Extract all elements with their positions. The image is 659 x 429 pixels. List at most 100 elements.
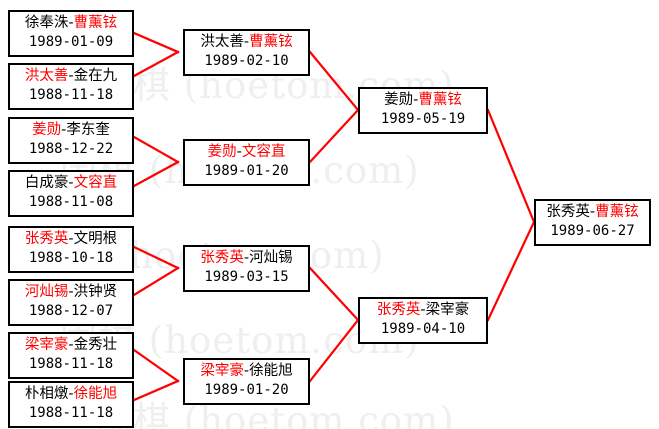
player-separator: - — [413, 92, 419, 108]
player-right: 金秀壮 — [73, 337, 118, 353]
match-date: 1989-06-27 — [550, 223, 635, 239]
connector-r1m7-r2m4 — [132, 348, 180, 383]
match-box-r1m5[interactable]: 张秀英-文明根 1988-10-18 — [8, 226, 134, 273]
match-box-semifinal-2[interactable]: 张秀英-梁宰豪 1989-04-10 — [358, 297, 488, 344]
player-right: 曹薰铉 — [73, 15, 118, 31]
player-right: 文容直 — [241, 144, 286, 160]
player-left: 张秀英 — [546, 204, 590, 220]
match-date: 1988-11-18 — [28, 356, 114, 372]
match-date: 1989-01-20 — [204, 382, 289, 398]
connector-r1m4-r2m2 — [132, 160, 180, 188]
player-left: 洪太善 — [24, 68, 69, 84]
match-players: 梁宰豪-金秀壮 — [10, 336, 132, 355]
player-separator: - — [236, 144, 242, 160]
match-players: 白成豪-文容直 — [10, 174, 132, 193]
match-date: 1988-10-18 — [28, 250, 114, 266]
match-box-r1m2[interactable]: 洪太善-金在九 1988-11-18 — [8, 63, 134, 110]
player-left: 洪太善 — [200, 34, 244, 50]
player-left: 白成豪 — [24, 175, 69, 191]
match-date: 1989-03-15 — [204, 269, 289, 285]
match-date: 1988-11-18 — [28, 405, 114, 421]
match-box-r2m1[interactable]: 洪太善-曹薰铉 1989-02-10 — [183, 29, 310, 76]
player-right: 曹薰铉 — [595, 204, 639, 220]
player-separator: - — [68, 68, 74, 84]
match-date: 1989-01-20 — [204, 163, 289, 179]
connector-r1m1-r2m1 — [132, 31, 180, 54]
match-date: 1989-02-10 — [204, 53, 289, 69]
player-left: 姜勋 — [32, 122, 62, 138]
player-right: 曹薰铉 — [418, 92, 462, 108]
match-box-final[interactable]: 张秀英-曹薰铉 1989-06-27 — [534, 199, 651, 246]
match-date: 1988-12-07 — [28, 303, 114, 319]
player-left: 姜勋 — [207, 144, 237, 160]
match-box-r1m4[interactable]: 白成豪-文容直 1988-11-08 — [8, 170, 134, 217]
match-players: 姜勋-李东奎 — [10, 121, 132, 140]
connector-r3m1-final — [486, 108, 536, 224]
player-right: 徐能旭 — [73, 386, 118, 402]
connector-r1m3-r2m2 — [132, 135, 180, 164]
player-separator: - — [68, 337, 74, 353]
player-separator: - — [68, 386, 74, 402]
player-left: 朴相燉 — [24, 386, 69, 402]
match-box-r1m8[interactable]: 朴相燉-徐能旭 1988-11-18 — [8, 381, 134, 428]
match-players: 姜勋-文容直 — [185, 143, 308, 162]
player-separator: - — [68, 15, 74, 31]
match-players: 梁宰豪-徐能旭 — [185, 362, 308, 381]
player-left: 河灿锡 — [24, 284, 69, 300]
player-separator: - — [589, 204, 596, 220]
connector-r2m3-r3m2 — [308, 266, 360, 322]
match-players: 洪太善-金在九 — [10, 67, 132, 86]
match-players: 张秀英-河灿锡 — [185, 249, 308, 268]
match-date: 1989-04-10 — [380, 321, 466, 337]
match-box-r2m2[interactable]: 姜勋-文容直 1989-01-20 — [183, 139, 310, 186]
player-separator: - — [243, 363, 250, 379]
match-players: 洪太善-曹薰铉 — [185, 33, 308, 52]
player-separator: - — [68, 284, 74, 300]
player-separator: - — [68, 231, 74, 247]
match-box-r1m3[interactable]: 姜勋-李东奎 1988-12-22 — [8, 117, 134, 164]
match-players: 河灿锡-洪钟贤 — [10, 283, 132, 302]
player-right: 洪钟贤 — [73, 284, 118, 300]
player-right: 河灿锡 — [249, 250, 293, 266]
match-players: 姜勋-曹薰铉 — [360, 91, 486, 110]
player-left: 张秀英 — [200, 250, 244, 266]
match-players: 徐奉洙-曹薰铉 — [10, 14, 132, 33]
player-left: 姜勋 — [384, 92, 414, 108]
match-date: 1988-12-22 — [28, 141, 114, 157]
player-left: 徐奉洙 — [24, 15, 69, 31]
match-date: 1989-01-09 — [28, 34, 114, 50]
player-right: 徐能旭 — [249, 363, 293, 379]
player-left: 张秀英 — [376, 302, 421, 318]
connector-r2m4-r3m2 — [308, 318, 360, 383]
match-players: 朴相燉-徐能旭 — [10, 385, 132, 404]
player-right: 李东奎 — [66, 122, 110, 138]
player-right: 梁宰豪 — [425, 302, 470, 318]
match-players: 张秀英-文明根 — [10, 230, 132, 249]
match-box-r1m6[interactable]: 河灿锡-洪钟贤 1988-12-07 — [8, 279, 134, 326]
player-separator: - — [243, 250, 250, 266]
match-box-r1m1[interactable]: 徐奉洙-曹薰铉 1989-01-09 — [8, 10, 134, 57]
match-date: 1988-11-08 — [28, 194, 114, 210]
player-right: 曹薰铉 — [249, 34, 293, 50]
connector-r1m2-r2m1 — [132, 50, 180, 78]
match-players: 张秀英-曹薰铉 — [536, 203, 649, 222]
connector-r1m6-r2m3 — [132, 266, 180, 297]
match-date: 1988-11-18 — [28, 87, 114, 103]
player-separator: - — [61, 122, 67, 138]
match-players: 张秀英-梁宰豪 — [360, 301, 486, 320]
match-date: 1989-05-19 — [380, 111, 466, 127]
player-right: 金在九 — [73, 68, 118, 84]
connector-r2m2-r3m1 — [308, 108, 360, 164]
player-separator: - — [243, 34, 250, 50]
player-left: 张秀英 — [24, 231, 69, 247]
player-right: 文明根 — [73, 231, 118, 247]
connector-r3m2-final — [486, 220, 536, 322]
match-box-semifinal-1[interactable]: 姜勋-曹薰铉 1989-05-19 — [358, 87, 488, 134]
player-left: 梁宰豪 — [200, 363, 244, 379]
match-box-r2m4[interactable]: 梁宰豪-徐能旭 1989-01-20 — [183, 358, 310, 405]
match-box-r1m7[interactable]: 梁宰豪-金秀壮 1988-11-18 — [8, 332, 134, 379]
player-right: 文容直 — [73, 175, 118, 191]
connector-r2m1-r3m1 — [308, 50, 360, 112]
match-box-r2m3[interactable]: 张秀英-河灿锡 1989-03-15 — [183, 245, 310, 292]
